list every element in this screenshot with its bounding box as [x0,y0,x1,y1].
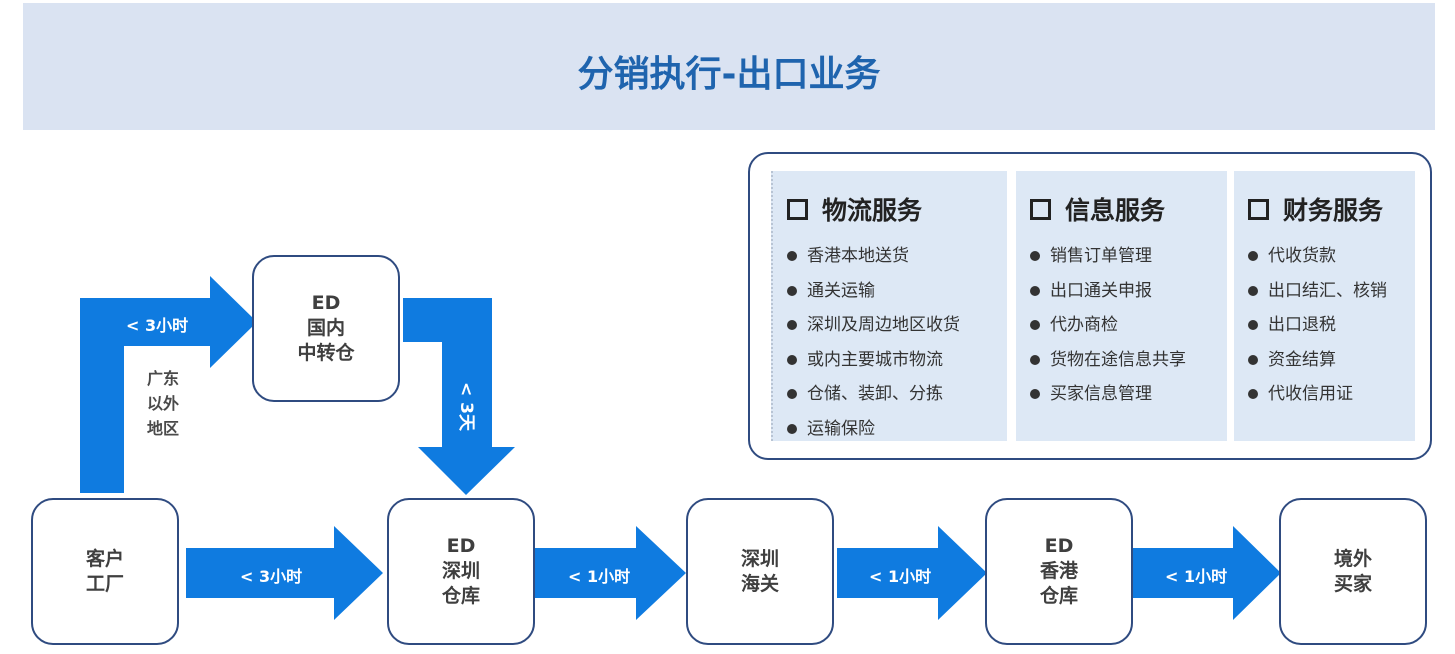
bullet-icon [1248,320,1258,331]
service-item: 买家信息管理 [1030,377,1227,412]
service-item-label: 或内主要城市物流 [807,349,943,370]
bullet-icon [1248,285,1258,296]
service-item: 通关运输 [787,274,1007,309]
arrow-factory-to-sz [186,526,383,620]
logistics-services-title: 物流服务 [787,191,1007,227]
bullet-icon [1030,251,1040,262]
region-note: 广东 以外 地区 [146,369,179,438]
bullet-icon [1030,320,1040,331]
service-item-label: 销售订单管理 [1050,246,1152,266]
service-item: 运输保险 [787,412,1007,447]
arrow-label-customs-to-hk: < 1小时 [869,567,932,586]
bullet-icon [787,320,797,331]
service-item: 出口结汇、核销 [1248,274,1415,309]
service-item-label: 香港本地送货 [807,246,909,266]
title-banner: 分销执行-出口业务 [23,3,1435,130]
page-title: 分销执行-出口业务 [577,54,881,95]
service-item-label: 出口结汇、核销 [1268,280,1387,301]
service-item-label: 出口通关申报 [1050,280,1152,301]
arrow-label-up-to-hub: < 3小时 [126,316,189,335]
service-item: 销售订单管理 [1030,239,1227,274]
arrow-customs-to-hk [837,526,987,620]
service-item: 货物在途信息共享 [1030,343,1227,378]
service-item: 或内主要城市物流 [787,343,1007,378]
service-item-label: 代收信用证 [1268,384,1353,404]
arrow-label-sz-to-customs: < 1小时 [568,567,631,586]
arrow-sz-to-customs [535,526,686,620]
service-item: 出口退税 [1248,308,1415,343]
service-item-label: 资金结算 [1268,349,1336,370]
bullet-icon [1248,389,1258,400]
service-item-label: 货物在途信息共享 [1050,349,1186,370]
checkbox-icon [1248,198,1269,220]
checkbox-icon [787,198,808,220]
finance-services-list: 代收货款出口结汇、核销出口退税资金结算代收信用证 [1248,239,1415,412]
node-customer-factory: 客户 工厂 [31,498,179,645]
arrow-label-hk-to-buyer: < 1小时 [1165,567,1228,586]
service-item-label: 买家信息管理 [1050,384,1152,404]
bullet-icon [787,285,797,296]
service-item-label: 代收货款 [1268,246,1336,266]
bullet-icon [787,389,797,400]
bullet-icon [1030,389,1040,400]
information-services-list: 销售订单管理出口通关申报代办商检货物在途信息共享买家信息管理 [1030,239,1227,412]
service-item: 深圳及周边地区收货 [787,308,1007,343]
service-item-label: 通关运输 [807,280,875,301]
information-services-column: 信息服务 销售订单管理出口通关申报代办商检货物在途信息共享买家信息管理 [1016,171,1227,441]
arrow-factory-to-hub [80,276,257,493]
arrow-hub-to-sz [403,298,515,495]
bullet-icon [1030,354,1040,365]
bullet-icon [787,354,797,365]
service-item: 代收货款 [1248,239,1415,274]
bullet-icon [1248,251,1258,262]
arrow-hk-to-buyer [1133,526,1281,620]
arrow-label-factory-to-sz: < 3小时 [240,567,303,586]
checkbox-icon [1030,198,1051,220]
bullet-icon [787,423,797,434]
finance-services-title: 财务服务 [1248,191,1415,227]
node-ed-hongkong-warehouse: ED 香港 仓库 [985,498,1133,645]
services-panel: 物流服务 香港本地送货通关运输深圳及周边地区收货或内主要城市物流仓储、装卸、分拣… [748,152,1432,460]
service-item: 代办商检 [1030,308,1227,343]
node-ed-shenzhen-warehouse: ED 深圳 仓库 [387,498,535,645]
bullet-icon [1030,285,1040,296]
service-item-label: 代办商检 [1050,315,1118,335]
node-overseas-buyer: 境外 买家 [1279,498,1427,645]
bullet-icon [787,251,797,262]
bullet-icon [1248,354,1258,365]
service-item: 代收信用证 [1248,377,1415,412]
logistics-services-list: 香港本地送货通关运输深圳及周边地区收货或内主要城市物流仓储、装卸、分拣运输保险 [787,239,1007,446]
finance-services-column: 财务服务 代收货款出口结汇、核销出口退税资金结算代收信用证 [1234,171,1415,441]
node-ed-domestic-hub: ED 国内 中转仓 [252,255,400,402]
service-item-label: 仓储、装卸、分拣 [807,384,943,404]
information-services-title: 信息服务 [1030,191,1227,227]
node-shenzhen-customs: 深圳 海关 [686,498,834,645]
service-item-label: 出口退税 [1268,315,1336,335]
arrow-label-hub-down: < 3天 [455,381,476,431]
service-item-label: 深圳及周边地区收货 [807,315,960,335]
service-item: 出口通关申报 [1030,274,1227,309]
logistics-services-column: 物流服务 香港本地送货通关运输深圳及周边地区收货或内主要城市物流仓储、装卸、分拣… [771,171,1007,441]
service-item: 香港本地送货 [787,239,1007,274]
service-item: 仓储、装卸、分拣 [787,377,1007,412]
service-item-label: 运输保险 [807,418,875,439]
service-item: 资金结算 [1248,343,1415,378]
